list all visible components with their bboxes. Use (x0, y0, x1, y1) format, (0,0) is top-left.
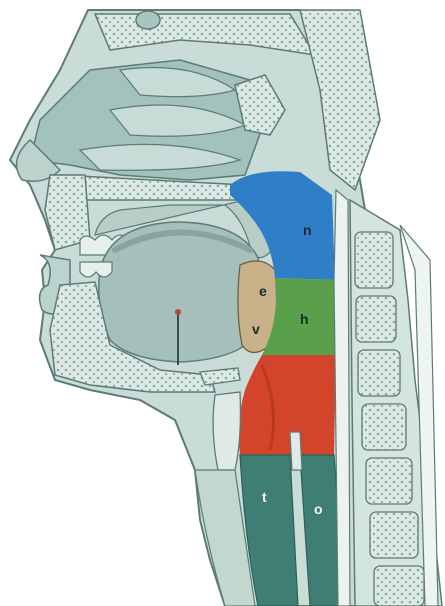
label-h: h (300, 311, 309, 327)
vertebra-c4 (358, 350, 400, 396)
label-t: t (262, 489, 267, 505)
tongue-pin (175, 309, 181, 315)
larynx-cartilage (290, 432, 302, 470)
label-e: e (259, 283, 267, 299)
vertebra-c5 (362, 404, 406, 450)
vertebra-c6 (366, 458, 412, 504)
label-o: o (314, 501, 323, 517)
sphenoid-sinus (136, 11, 160, 29)
vertebra-c3 (356, 296, 396, 342)
vertebra-t1 (374, 566, 424, 606)
label-v: v (252, 321, 260, 337)
label-n: n (303, 222, 312, 238)
vertebra-c2 (355, 232, 393, 288)
vertebra-c7 (370, 512, 418, 558)
thyroid-cartilage (213, 392, 240, 470)
